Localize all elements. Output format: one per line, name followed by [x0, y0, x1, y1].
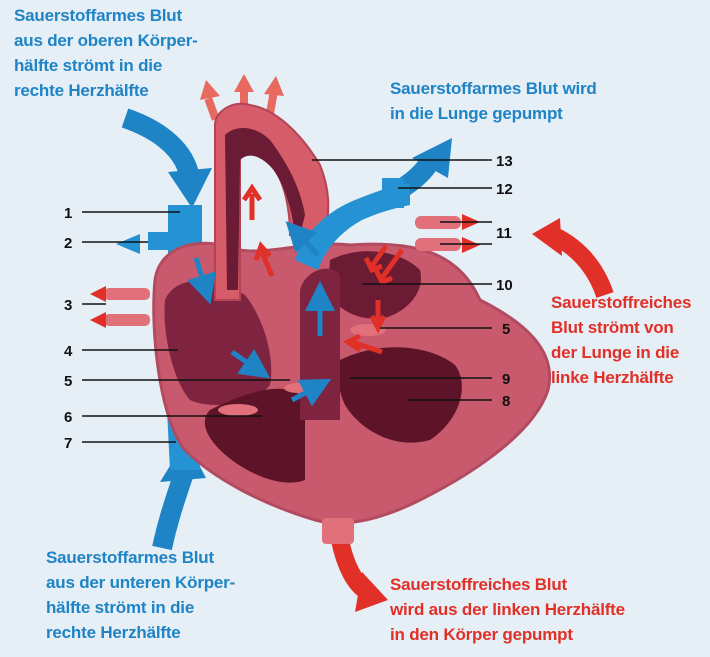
- label-6: 6: [64, 409, 72, 426]
- inflow-arrow-upper: [125, 118, 212, 208]
- aortic-outflow: [300, 269, 340, 420]
- label-11: 11: [496, 225, 512, 242]
- outflow-arrow-to-body: [340, 540, 388, 612]
- pulmonary-trunk: [382, 178, 404, 208]
- pulmonary-veins-right: [415, 214, 480, 253]
- label-10: 10: [496, 277, 513, 294]
- label-5-left: 5: [64, 373, 72, 390]
- label-5-right: 5: [502, 321, 510, 338]
- descending-aorta: [322, 518, 354, 544]
- label-4: 4: [64, 343, 73, 360]
- pulmonary-valve: [218, 404, 258, 416]
- label-7: 7: [64, 435, 72, 452]
- label-8: 8: [502, 393, 510, 410]
- label-2: 2: [64, 235, 72, 252]
- label-9: 9: [502, 371, 510, 388]
- inflow-arrow-from-lungs: [532, 218, 605, 295]
- azygos-vein: [148, 232, 172, 250]
- pulmonary-veins-left: [90, 286, 150, 328]
- label-13: 13: [496, 153, 513, 170]
- label-3: 3: [64, 297, 72, 314]
- label-12: 12: [496, 181, 513, 198]
- label-1: 1: [64, 205, 72, 222]
- vein-outflow-arrow: [116, 234, 140, 254]
